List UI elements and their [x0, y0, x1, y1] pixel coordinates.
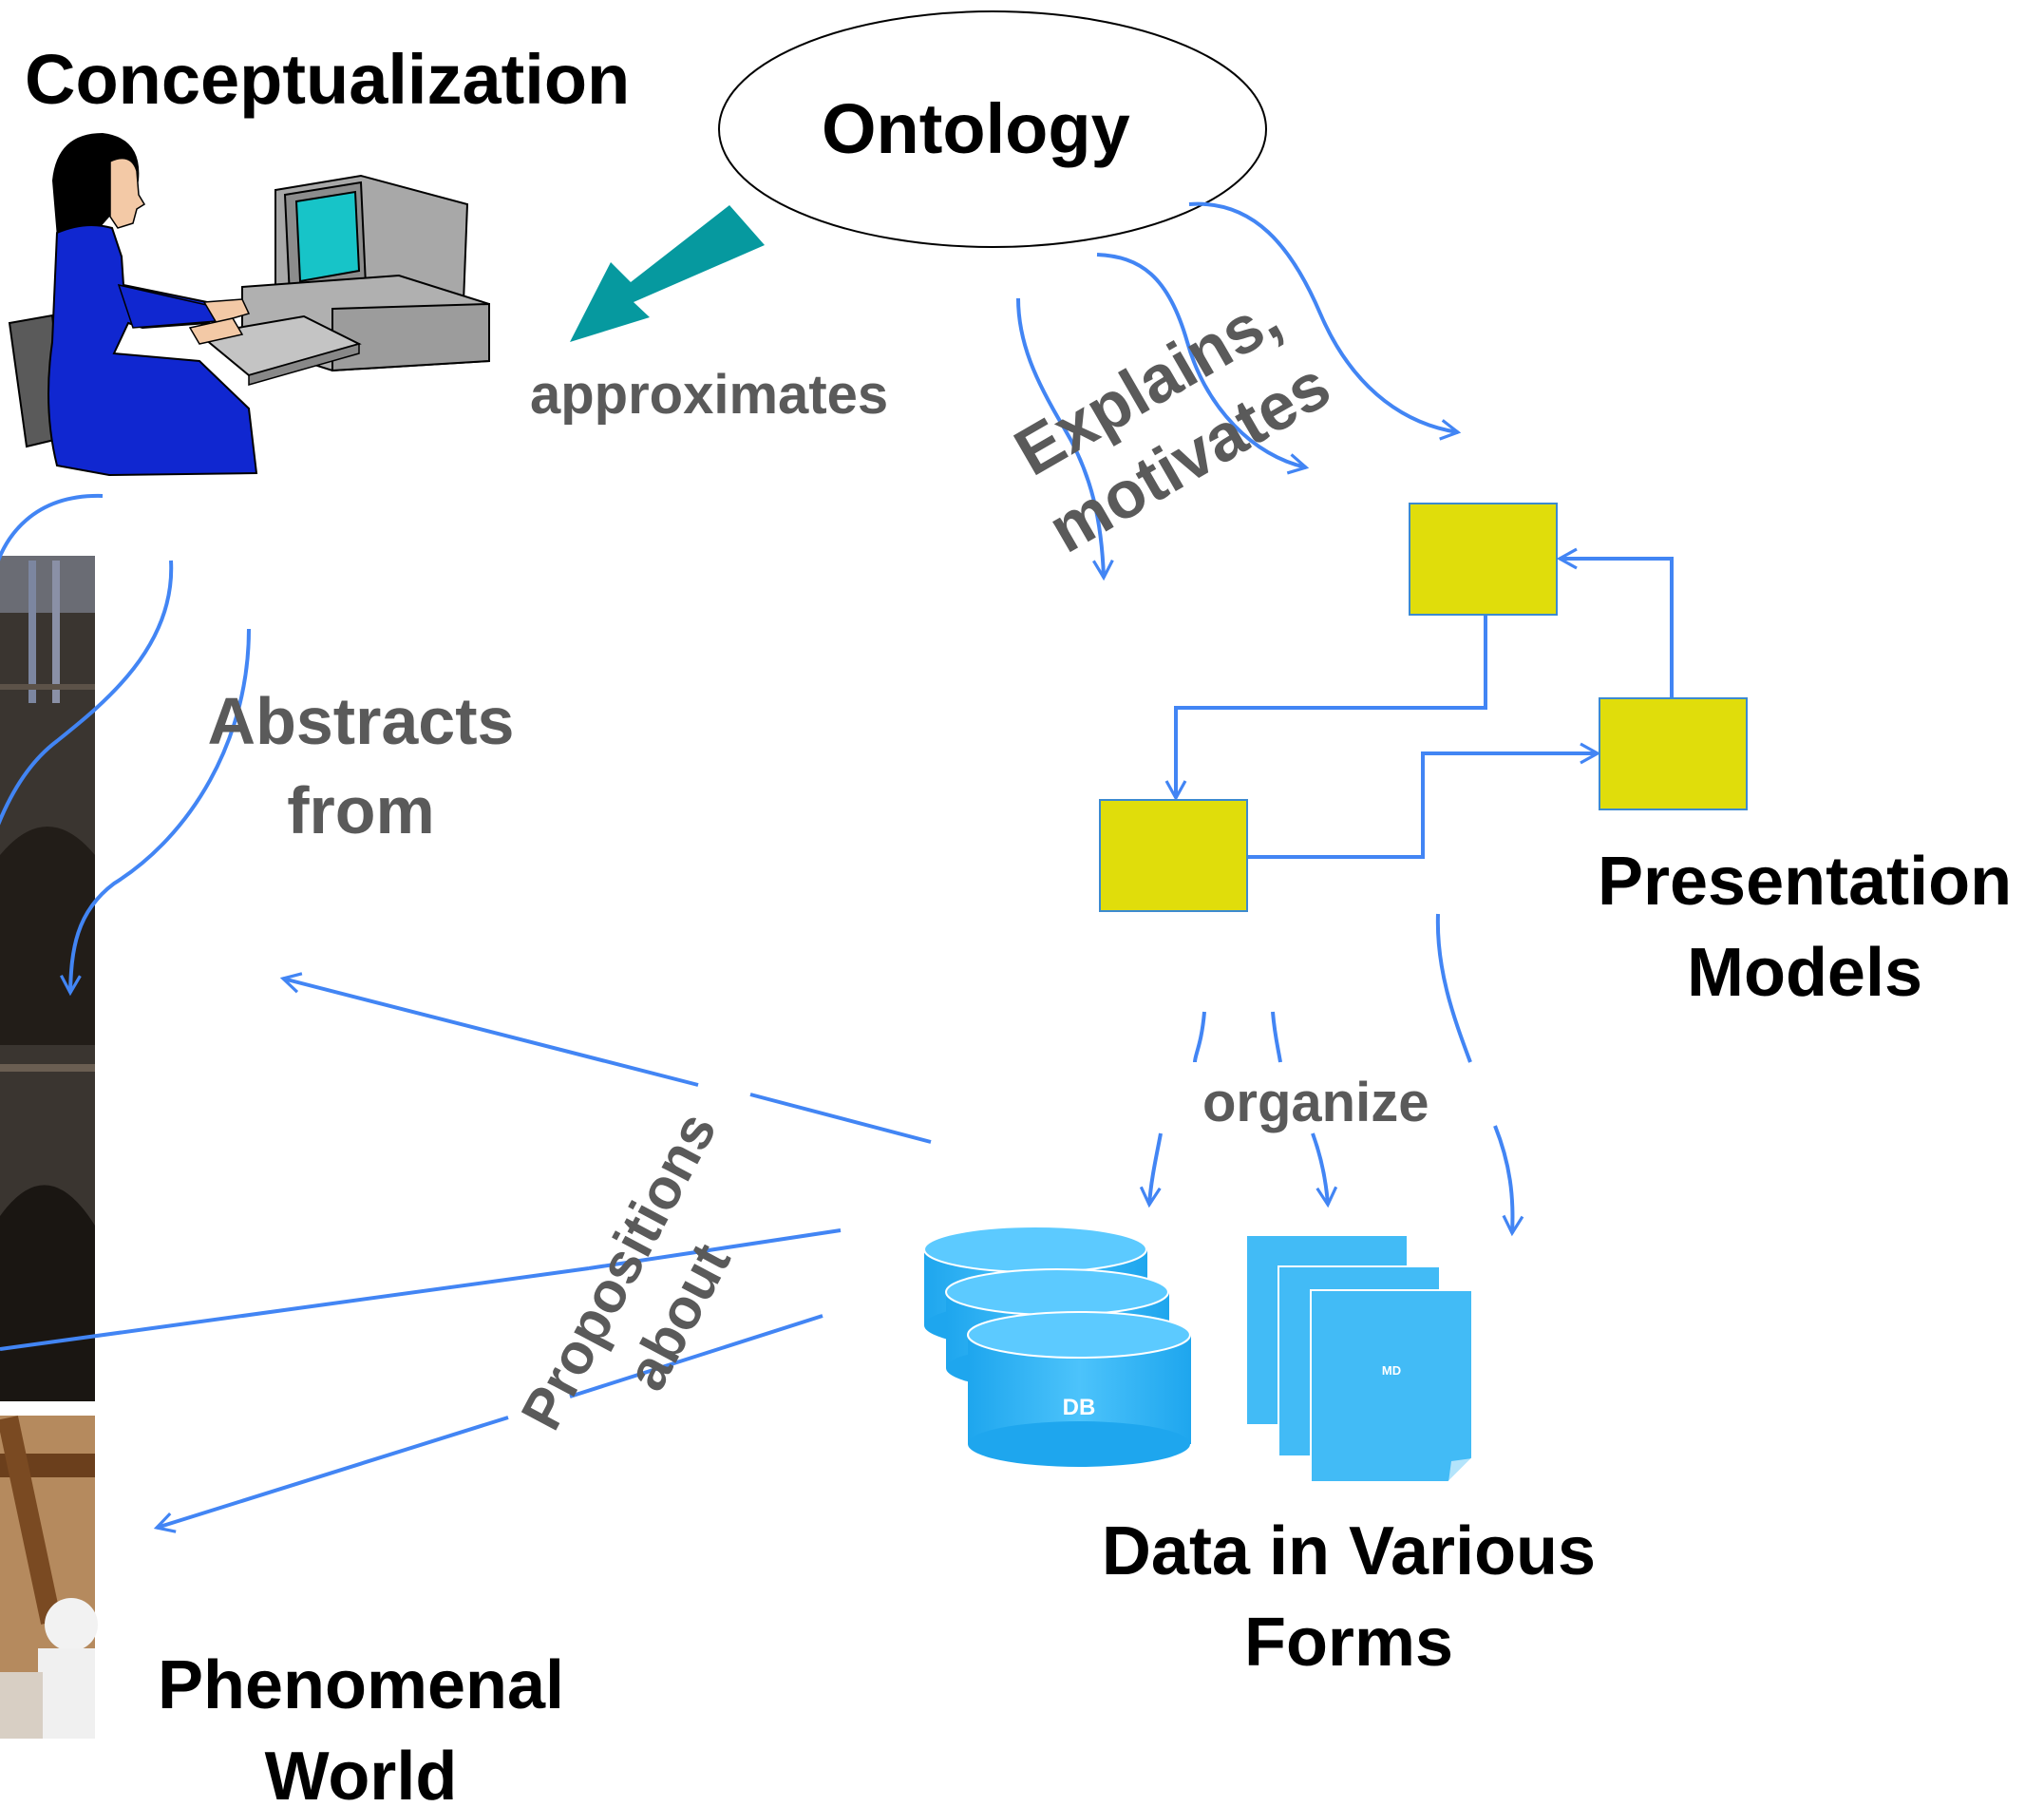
organize-arrow-1b	[1139, 1132, 1163, 1208]
model-box-left	[1099, 799, 1248, 912]
model-box-top	[1409, 503, 1558, 616]
propositions-arrow-2b	[0, 1266, 590, 1351]
abstracts-from-label: Abstracts from	[171, 676, 551, 855]
data-forms-line-1: Data in Various	[1101, 1513, 1597, 1589]
explains-arrow-2	[1096, 253, 1310, 475]
presentation-models-line-1: Presentation	[1597, 844, 2013, 920]
propositions-arrow-1a	[749, 1093, 932, 1144]
abstracts-line-1: Abstracts	[207, 684, 515, 758]
model-link-3	[1556, 547, 1674, 698]
organize-arrows	[1139, 913, 1524, 1237]
presentation-models-line-2: Models	[1686, 935, 1923, 1011]
db-label: DB	[1063, 1395, 1096, 1420]
model-link-1	[1164, 616, 1487, 802]
organize-arrow-1a	[1193, 1011, 1206, 1063]
conceptualization-label: Conceptualization	[25, 40, 631, 119]
presentation-models-label: Presentation Models	[1567, 836, 2042, 1018]
document-stack-icon	[1245, 1234, 1473, 1483]
phenomenal-world-label: Phenomenal World	[104, 1640, 617, 1807]
abstracts-line-2: from	[287, 773, 435, 847]
model-box-right	[1599, 697, 1748, 810]
organize-arrow-3b	[1493, 1125, 1524, 1237]
abstracts-from-arrows	[0, 493, 251, 997]
presentation-model-graph	[1099, 503, 1748, 912]
propositions-arrow-2a	[588, 1228, 842, 1270]
explains-arrow-3	[1188, 201, 1462, 441]
abstracts-arrow-1	[0, 493, 104, 562]
phenomenal-world-photo	[0, 556, 98, 1739]
model-link-2	[1246, 742, 1601, 859]
abstracts-arrow-3	[59, 628, 251, 997]
propositions-arrow-3b	[153, 1416, 509, 1533]
ontology-ellipse	[718, 10, 1267, 248]
propositions-arrows	[0, 972, 932, 1533]
data-forms-label: Data in Various Forms	[1026, 1506, 1672, 1688]
approximates-label: approximates	[530, 364, 889, 426]
data-forms-line-2: Forms	[1243, 1605, 1454, 1681]
explains-motivates-arrows	[1016, 201, 1462, 581]
organize-label: organize	[1202, 1072, 1429, 1133]
phenomenal-world-line-1: Phenomenal	[157, 1647, 565, 1723]
database-stack-icon	[923, 1226, 1191, 1467]
explains-arrow-1	[1016, 297, 1114, 581]
ontology-label: Ontology	[822, 89, 1130, 168]
propositions-arrow-3a	[569, 1314, 823, 1398]
organize-arrow-2a	[1271, 1011, 1282, 1063]
propositions-arrow-1b	[279, 972, 699, 1087]
abstracts-arrow-2	[0, 560, 174, 826]
organize-arrow-2b	[1311, 1132, 1338, 1208]
organize-arrow-3a	[1435, 913, 1472, 1063]
md-label: MD	[1382, 1363, 1401, 1378]
approximates-arrow	[570, 205, 765, 342]
person-at-computer-icon	[8, 133, 490, 477]
phenomenal-world-line-2: World	[264, 1739, 458, 1807]
